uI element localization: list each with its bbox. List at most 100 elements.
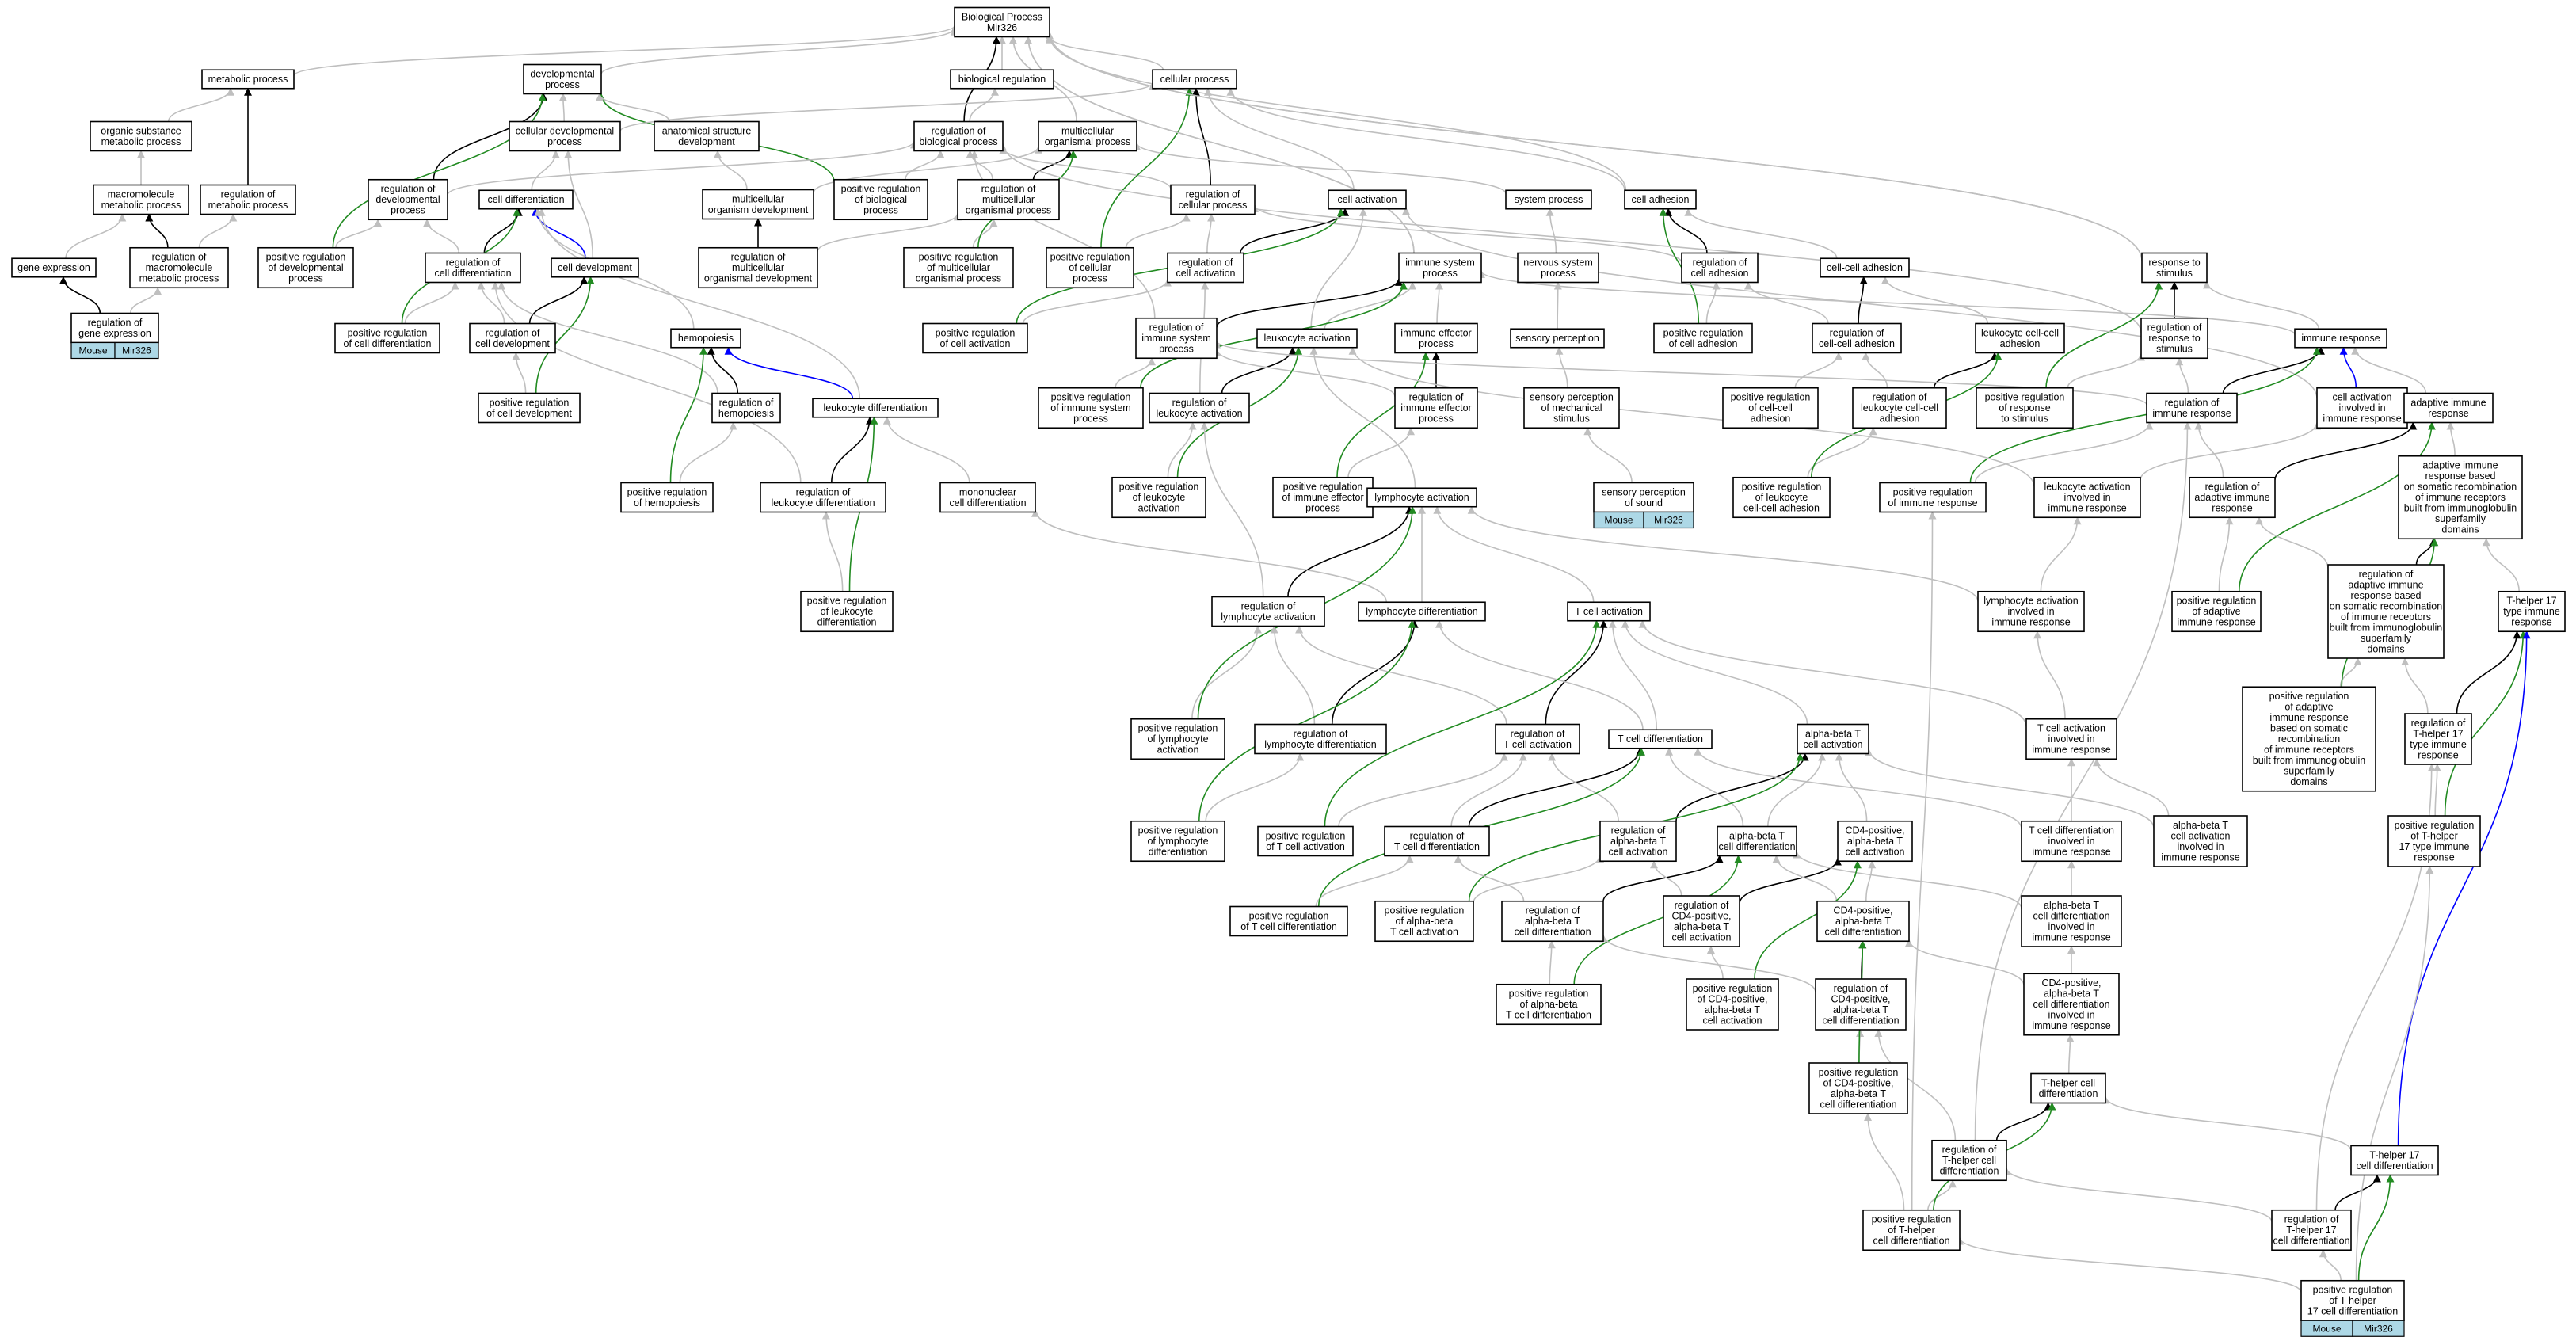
go-term-node-regtcelldiff[interactable]: regulation ofT cell differentiation [1384, 825, 1490, 857]
go-term-node-celldiff[interactable]: cell differentiation [478, 189, 574, 210]
go-term-node-lymphact[interactable]: lymphocyte activation [1366, 487, 1477, 508]
go-term-node-cellact[interactable]: cell activation [1328, 189, 1407, 210]
go-term-node-metabolic[interactable]: metabolic process [201, 69, 295, 90]
go-term-node-immresp[interactable]: immune response [2294, 328, 2387, 349]
go-term-node-leukact[interactable]: leukocyte activation [1256, 328, 1358, 349]
go-term-node-sysproc[interactable]: system process [1505, 189, 1592, 210]
go-term-node-leukdiff[interactable]: leukocyte differentiation [812, 398, 939, 418]
go-term-node-celladh[interactable]: cell adhesion [1624, 189, 1697, 210]
go-term-node-regthdiff[interactable]: regulation ofT-helper celldifferentiatio… [1931, 1139, 2007, 1182]
go-term-node-cellproc[interactable]: cellular process [1152, 69, 1237, 90]
go-term-node-tcellact[interactable]: T cell activation [1567, 601, 1651, 622]
go-term-node-regtcellact[interactable]: regulation ofT cell activation [1495, 723, 1580, 755]
go-term-node-cellcelladh[interactable]: cell-cell adhesion [1820, 257, 1910, 278]
go-term-node-hemo[interactable]: hemopoiesis [670, 328, 741, 349]
go-term-node-lymphdiff[interactable]: lymphocyte differentiation [1358, 601, 1486, 622]
go-term-node-bioreg[interactable]: biological regulation [950, 69, 1054, 90]
go-term-node-geneexp[interactable]: gene expression [11, 257, 97, 278]
